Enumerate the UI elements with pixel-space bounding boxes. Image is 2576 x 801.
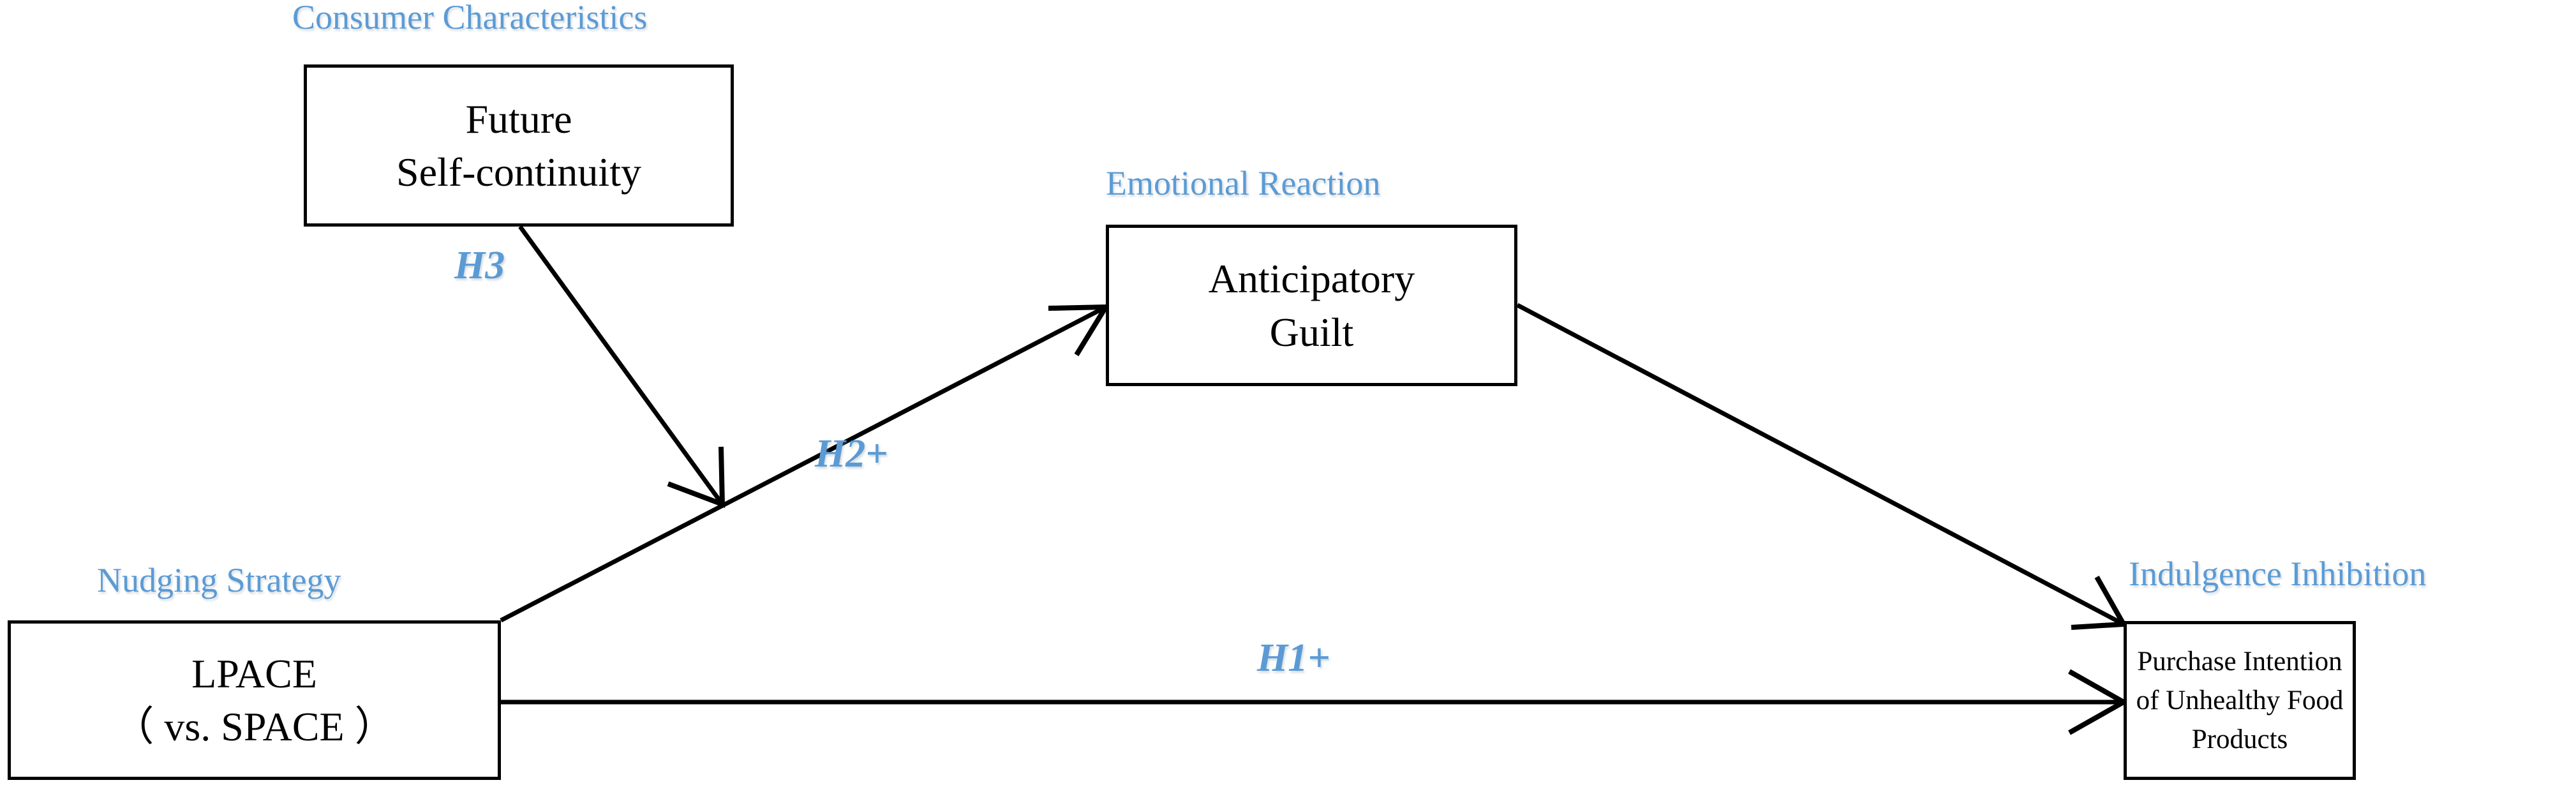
category-label-nudging-strategy: Nudging Strategy — [97, 561, 341, 599]
node-purchase-intention: Purchase Intention of Unhealthy Food Pro… — [2124, 621, 2356, 780]
hypothesis-label-h2: H2+ — [815, 432, 888, 475]
node-lpace-line1: LPACE — [191, 650, 317, 696]
category-label-consumer-characteristics: Consumer Characteristics — [292, 0, 648, 36]
node-future-self-continuity: Future Self-continuity — [304, 64, 734, 227]
node-anticipatory-guilt: Anticipatory Guilt — [1106, 225, 1517, 386]
edge-h2-arrow — [500, 304, 1111, 623]
node-future-self-continuity-line2: Self-continuity — [396, 149, 641, 195]
node-purchase-intention-line2: of Unhealthy Food — [2136, 685, 2344, 715]
node-purchase-intention-line1: Purchase Intention — [2137, 646, 2342, 677]
node-lpace-line2: （ vs. SPACE ） — [113, 704, 396, 749]
hypothesis-label-h3: H3 — [454, 244, 505, 287]
node-future-self-continuity-line1: Future — [465, 96, 572, 142]
edge-h1-arrow — [501, 669, 2129, 735]
hypothesis-label-h1: H1+ — [1257, 636, 1330, 680]
category-label-emotional-reaction: Emotional Reaction — [1106, 164, 1381, 202]
edge-h3-moderation-arrow — [518, 225, 726, 508]
node-purchase-intention-line3: Products — [2191, 724, 2288, 755]
edge-guilt-to-purchase-arrow — [1516, 303, 2128, 630]
node-anticipatory-guilt-line2: Guilt — [1269, 309, 1354, 355]
node-lpace: LPACE （ vs. SPACE ） — [8, 620, 501, 780]
node-anticipatory-guilt-line1: Anticipatory — [1208, 256, 1415, 302]
category-label-indulgence-inhibition: Indulgence Inhibition — [2129, 555, 2427, 593]
